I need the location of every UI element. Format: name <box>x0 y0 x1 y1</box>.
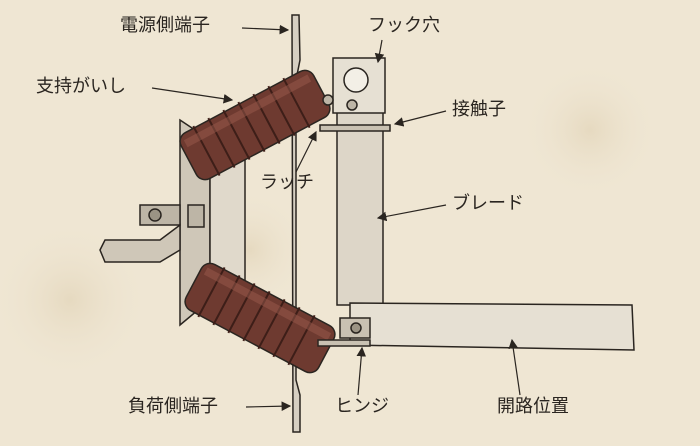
label-support-insulator: 支持がいし <box>36 76 126 97</box>
label-load-terminal: 負荷側端子 <box>128 396 218 417</box>
upper-insulator <box>179 69 331 181</box>
lower-insulator <box>184 262 336 374</box>
label-hinge: ヒンジ <box>335 396 389 417</box>
label-contact: 接触子 <box>452 99 506 120</box>
label-hook-hole: フック穴 <box>368 15 440 36</box>
label-blade: ブレード <box>452 193 524 214</box>
leader-arrows <box>151 24 521 411</box>
label-open-position: 開路位置 <box>497 396 569 417</box>
label-source-terminal: 電源側端子 <box>120 15 210 36</box>
label-latch: ラッチ <box>260 172 314 193</box>
blade-open <box>317 302 635 351</box>
blade-closed <box>319 57 391 306</box>
